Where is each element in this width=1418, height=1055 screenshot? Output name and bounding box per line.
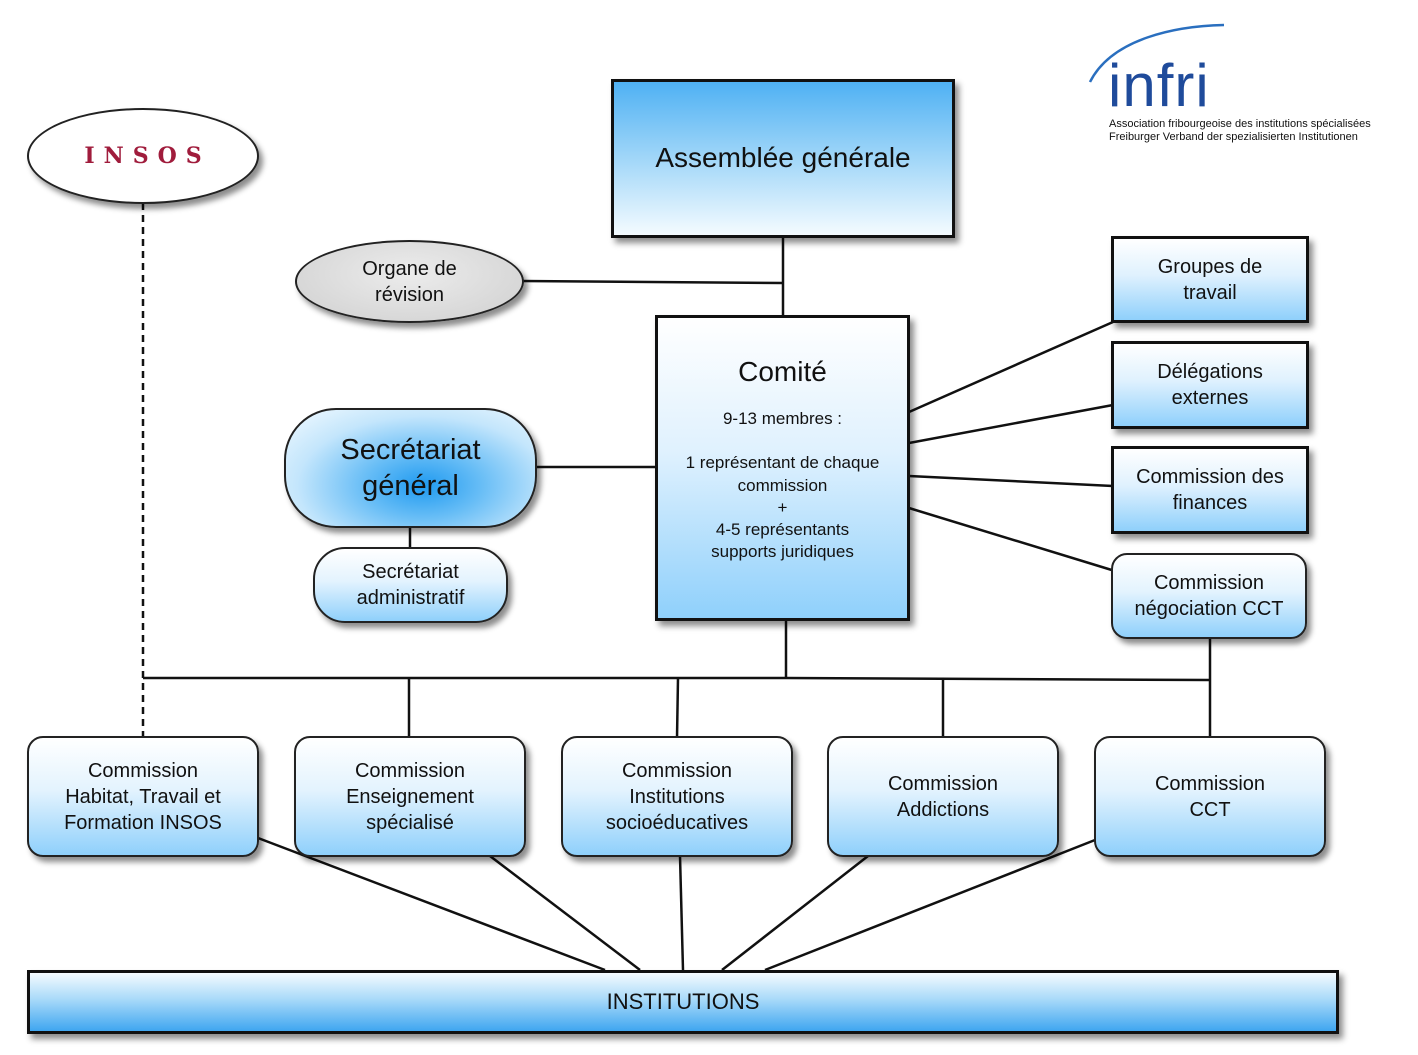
line-socio-institutions xyxy=(678,855,685,971)
secretariat-general-line2: général xyxy=(362,470,459,502)
insos-label: INSOS xyxy=(84,142,211,169)
secretariat-administratif-box: Secrétariat administratif xyxy=(313,547,508,623)
institutions-socio-line3: socioéducatives xyxy=(605,811,749,834)
secretariat-general-line1: Secrétariat xyxy=(340,433,481,466)
institutions-label: INSTITUTIONS xyxy=(606,988,760,1014)
logo-arc-icon xyxy=(1088,23,1225,83)
comite-box: Comité 9-13 membres : 1 représentant de … xyxy=(655,315,910,621)
organe-revision-ellipse: Organe de révision xyxy=(295,240,524,323)
commission-habitat-box: Commission Habitat, Travail et Formation… xyxy=(27,736,259,857)
comite-plus: + xyxy=(777,497,788,517)
line-addictions-institutions xyxy=(721,855,869,971)
habitat-line3: Formation INSOS xyxy=(64,811,222,834)
addictions-line1: Commission xyxy=(887,772,999,795)
groupes-line1: Groupes de xyxy=(1157,255,1263,278)
line-cct-institutions xyxy=(764,838,1096,972)
commission-institutions-box: Commission Institutions socioéducatives xyxy=(561,736,793,857)
commission-finances-box: Commission des finances xyxy=(1111,446,1309,534)
delegations-externes-box: Délégations externes xyxy=(1111,341,1309,429)
commission-addictions-box: Commission Addictions xyxy=(827,736,1059,857)
comite-line4: supports juridiques xyxy=(711,541,854,561)
cct-line2: CCT xyxy=(1189,798,1231,821)
groupes-line2: travail xyxy=(1183,281,1237,304)
addictions-line2: Addictions xyxy=(896,798,990,821)
logo-wordmark: infri xyxy=(1108,52,1210,119)
line-bus-institutions xyxy=(675,677,680,739)
secretariat-admin-line1: Secrétariat xyxy=(362,561,459,583)
organe-line1: Organe de xyxy=(362,257,457,280)
enseignement-line2: Enseignement xyxy=(346,785,474,808)
line-organe-main xyxy=(521,279,784,285)
commission-negociation-cct-box: Commission négociation CCT xyxy=(1111,553,1307,639)
infri-logo: infri Association fribourgeoise des inst… xyxy=(1082,20,1412,150)
secretariat-admin-line2: administratif xyxy=(356,587,465,609)
commission-enseignement-box: Commission Enseignement spécialisé xyxy=(294,736,526,857)
comite-line2: commission xyxy=(737,475,828,495)
line-comite-negociation xyxy=(908,506,1116,573)
commission-cct-box: Commission CCT xyxy=(1094,736,1326,857)
habitat-line2: Habitat, Travail et xyxy=(65,785,221,808)
negociation-line2: négociation CCT xyxy=(1134,598,1284,620)
line-comite-delegations xyxy=(908,403,1114,445)
logo-subtitle-fr: Association fribourgeoise des institutio… xyxy=(1109,118,1371,130)
institutions-socio-line1: Commission xyxy=(621,759,733,782)
negociation-line1: Commission xyxy=(1153,572,1265,594)
line-habitat-institutions xyxy=(257,836,606,972)
line-enseignement-institutions xyxy=(489,855,641,971)
comite-title: Comité xyxy=(738,356,827,387)
habitat-line1: Commission xyxy=(87,759,199,782)
finances-line1: Commission des xyxy=(1136,466,1284,488)
assemblee-generale-box: Assemblée générale xyxy=(611,79,955,238)
assemblee-generale-label: Assemblée générale xyxy=(655,142,911,174)
finances-line2: finances xyxy=(1172,492,1248,514)
cct-line1: Commission xyxy=(1154,772,1266,795)
line-comite-finances xyxy=(908,474,1114,488)
comite-line1: 1 représentant de chaque xyxy=(685,453,880,473)
organe-line2: révision xyxy=(375,283,444,306)
enseignement-line1: Commission xyxy=(354,759,466,782)
delegations-line2: externes xyxy=(1171,387,1249,409)
enseignement-line3: spécialisé xyxy=(366,811,454,834)
institutions-bar: INSTITUTIONS xyxy=(27,970,1339,1034)
logo-subtitle: Association fribourgeoise des institutio… xyxy=(1109,118,1371,144)
line-bus xyxy=(143,676,1210,682)
insos-ellipse: INSOS xyxy=(27,108,259,204)
secretariat-general-box: Secrétariat général xyxy=(284,408,537,528)
logo-subtitle-de: Freiburger Verband der spezialisierten I… xyxy=(1109,131,1358,144)
comite-line3: 4-5 représentants xyxy=(715,519,850,539)
comite-members: 9-13 membres : xyxy=(722,409,843,429)
groupes-de-travail-box: Groupes de travail xyxy=(1111,236,1309,323)
institutions-socio-line2: Institutions xyxy=(629,785,725,808)
delegations-line1: Délégations xyxy=(1157,361,1263,383)
line-comite-groupes xyxy=(908,320,1114,414)
